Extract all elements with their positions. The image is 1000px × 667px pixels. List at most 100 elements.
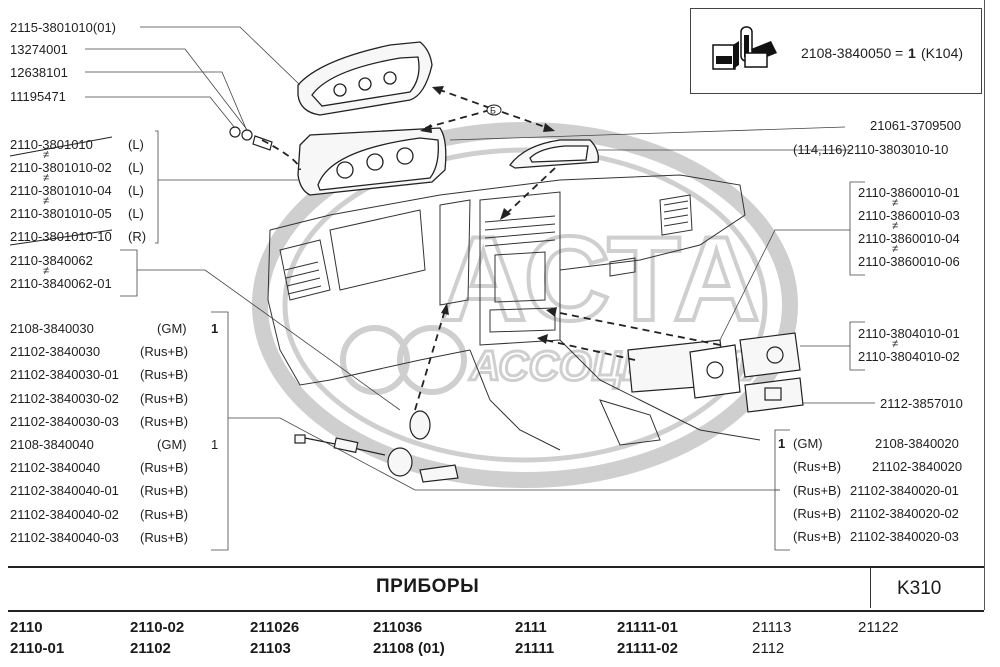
module-part[interactable]: 2110-3860010-01 xyxy=(858,185,960,200)
speed-sensor-part[interactable]: 21102-3840020 xyxy=(872,459,963,475)
switch-part[interactable]: 2112-3857010 xyxy=(880,396,963,411)
sensor-part[interactable]: 2108-3840030 xyxy=(10,321,94,336)
not-interchangeable-mark: ≠ xyxy=(892,338,899,350)
cable-part[interactable]: 2110-3840062 xyxy=(10,253,93,268)
strike-lines xyxy=(9,136,113,246)
cluster-side: (L) xyxy=(128,183,144,198)
instrument-cluster-main xyxy=(297,127,447,196)
quantity-label: 1 xyxy=(778,436,786,451)
model-code: 21103 xyxy=(250,640,291,657)
part-label[interactable]: 2115-3801010(01) xyxy=(10,20,117,35)
sensor-part[interactable]: 2108-3840040 xyxy=(10,437,94,452)
clock-part[interactable]: 2110-3804010-01 xyxy=(858,326,960,341)
sensor-part[interactable]: 21102-3840040 xyxy=(10,460,101,476)
module-part[interactable]: 2110-3860010-03 xyxy=(858,208,960,223)
watermark-text-main: АСТА xyxy=(440,212,760,346)
dashboard-drawing xyxy=(267,174,761,451)
model-code: 2111 xyxy=(515,619,547,636)
cluster-part[interactable]: 2110-3801010-02 xyxy=(10,160,112,175)
cluster-side: (L) xyxy=(128,137,144,152)
sensor-part[interactable]: 21102-3840030-02 xyxy=(10,390,119,406)
model-code: 2110-01 xyxy=(10,640,65,657)
section-code: K310 xyxy=(897,578,942,599)
sensor-part[interactable]: 21102-3840040-01 xyxy=(10,483,119,499)
part-label[interactable]: 13274001 xyxy=(10,42,68,57)
frame-border xyxy=(984,0,985,610)
model-code: 21102 xyxy=(130,640,171,657)
variant-label: (GM) xyxy=(157,437,187,452)
arrow-heads xyxy=(420,86,557,344)
inset-part-number[interactable]: 2108-3840050 xyxy=(801,45,892,61)
variant-label: (Rus+B) xyxy=(793,529,842,545)
variant-label: (Rus+B) xyxy=(140,483,189,499)
part-label[interactable]: 11195471 xyxy=(10,89,66,104)
callout-marker-letter: Б xyxy=(490,106,496,116)
model-code: 21113 xyxy=(752,619,792,636)
part-label[interactable]: 12638101 xyxy=(10,65,68,80)
module-part[interactable]: 2110-3860010-06 xyxy=(858,254,960,269)
cluster-side: (L) xyxy=(128,160,144,175)
module-part[interactable]: 2110-3860010-04 xyxy=(858,231,960,246)
model-code: 2112 xyxy=(752,640,785,657)
not-interchangeable-mark: ≠ xyxy=(43,149,50,161)
variant-label: (Rus+B) xyxy=(140,390,189,406)
page-title: ПРИБОРЫ xyxy=(376,576,480,597)
not-interchangeable-mark: ≠ xyxy=(892,243,899,255)
inset-equals: = xyxy=(895,45,904,61)
not-interchangeable-mark: ≠ xyxy=(892,220,899,232)
cluster-part[interactable]: 2110-3801010-05 xyxy=(10,206,112,221)
not-interchangeable-mark: ≠ xyxy=(892,197,899,209)
model-code: 21108 (01) xyxy=(373,640,445,657)
cluster-side: (L) xyxy=(128,206,144,221)
not-interchangeable-mark: ≠ xyxy=(43,172,50,184)
inset-quantity: 1 xyxy=(908,45,916,61)
cover-part[interactable]: 21061-3709500 xyxy=(870,118,962,133)
variant-label: (Rus+B) xyxy=(140,506,189,522)
variant-label: (Rus+B) xyxy=(140,367,189,383)
speed-sensor-part[interactable]: 2108-3840020 xyxy=(875,436,959,451)
cluster-part[interactable]: 2110-3801010-10 xyxy=(10,229,112,244)
sensor-cable xyxy=(294,410,459,483)
variant-label: (Rus+B) xyxy=(793,459,842,475)
not-interchangeable-mark: ≠ xyxy=(43,265,50,277)
model-code: 21122 xyxy=(858,619,899,636)
cable-part[interactable]: 2110-3840062-01 xyxy=(10,276,112,291)
display-cover xyxy=(509,139,599,169)
inset-reference[interactable]: (K104) xyxy=(921,45,964,61)
not-interchangeable-mark: ≠ xyxy=(43,195,50,207)
variant-label: (GM) xyxy=(793,436,823,451)
screw-washers xyxy=(229,126,273,151)
cluster-part[interactable]: 2110-3801010-04 xyxy=(10,183,112,198)
model-code: 21111 xyxy=(515,640,555,657)
instrument-cluster-top xyxy=(297,41,433,116)
model-code: 211026 xyxy=(250,619,300,636)
quantity-label: 1 xyxy=(211,321,219,336)
clock-part[interactable]: 2110-3804010-02 xyxy=(858,349,960,364)
variant-label: (Rus+B) xyxy=(140,344,189,360)
sensor-part[interactable]: 21102-3840040-02 xyxy=(10,506,119,522)
variant-label: (GM) xyxy=(157,321,187,336)
variant-label: (Rus+B) xyxy=(140,413,189,429)
model-code: 2110-02 xyxy=(130,619,185,636)
callout-marker: Б xyxy=(486,104,502,116)
inset-box: 2108-3840050 = 1 (K104) xyxy=(690,8,982,94)
speed-sensor-part[interactable]: 21102-3840020-01 xyxy=(850,482,959,498)
quantity-label: 1 xyxy=(211,437,219,452)
sensor-part[interactable]: 21102-3840030-03 xyxy=(10,413,119,429)
title-bar xyxy=(8,566,984,612)
model-code: 21111-02 xyxy=(617,640,678,657)
speed-sensor-part[interactable]: 21102-3840020-03 xyxy=(850,529,959,545)
speed-sensor-part[interactable]: 21102-3840020-02 xyxy=(850,505,959,521)
display-part[interactable]: (114,116)2110-3803010-10 xyxy=(793,142,949,157)
variant-label: (Rus+B) xyxy=(140,460,189,476)
sensor-part[interactable]: 21102-3840040-03 xyxy=(10,529,119,545)
leader-lines xyxy=(85,26,875,551)
fuse-box-kit-icon xyxy=(712,26,777,70)
cluster-part[interactable]: 2110-3801010 xyxy=(10,137,93,152)
model-code: 211036 xyxy=(373,619,423,636)
variant-label: (Rus+B) xyxy=(793,505,842,521)
module-units xyxy=(627,332,804,413)
sensor-part[interactable]: 21102-3840030 xyxy=(10,344,101,360)
sensor-part[interactable]: 21102-3840030-01 xyxy=(10,367,119,383)
